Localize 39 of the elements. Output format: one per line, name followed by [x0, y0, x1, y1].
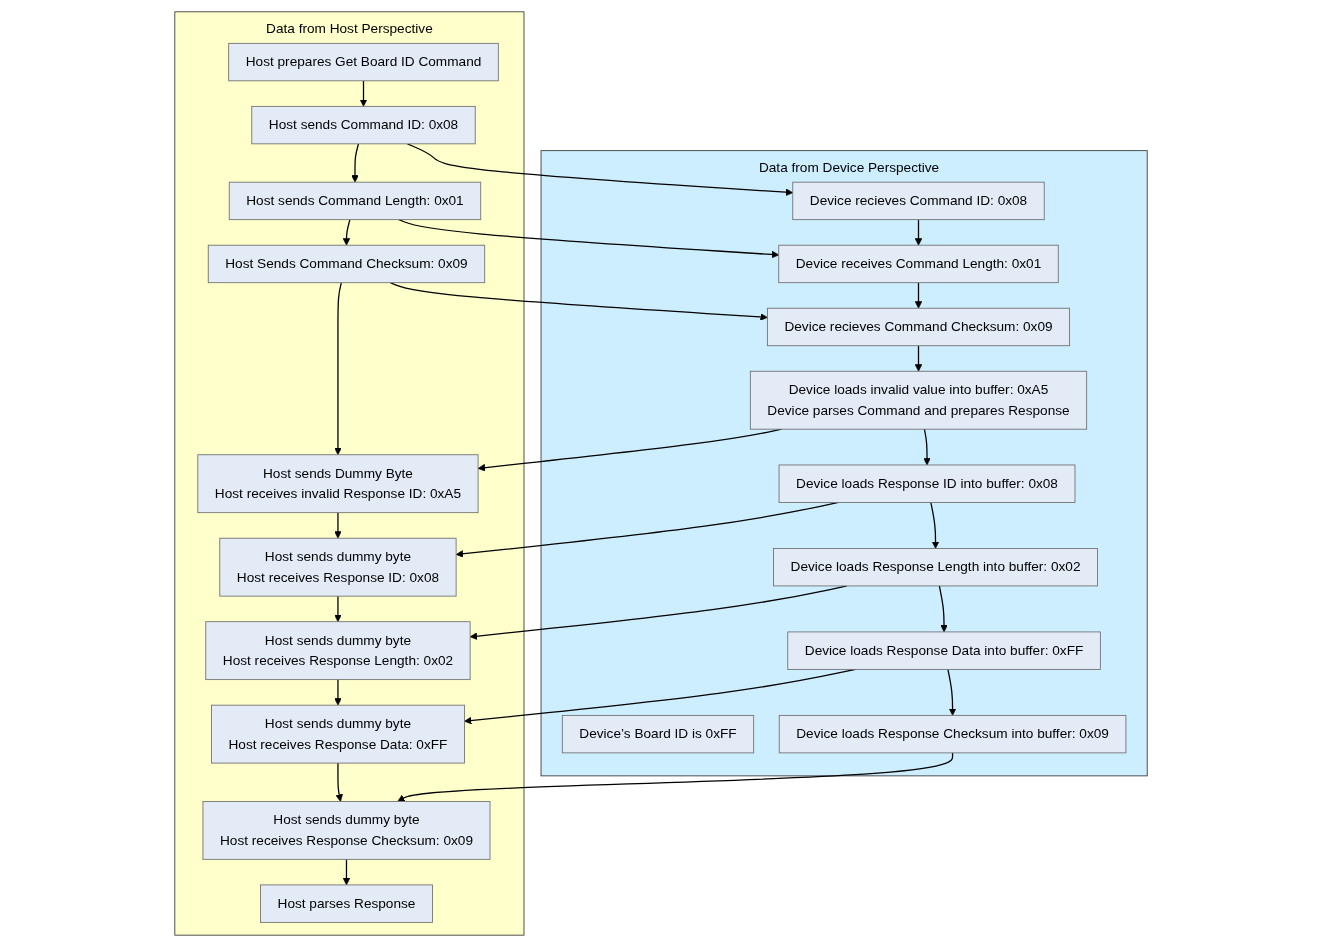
arrow: [334, 595, 343, 623]
node-box: Device loads Response Length into buffer: 0x02: [773, 548, 1099, 587]
arrow: [923, 428, 932, 466]
node-box: Device loads invalid value into buffer: 0xA5 Device parses Command and prepares Response: [750, 370, 1088, 430]
node-box: Device loads Response Checksum into buffer: 0x09: [779, 715, 1127, 754]
arrow: [947, 668, 957, 716]
arrow: [334, 679, 343, 706]
node-box: Device loads Response ID into buffer: 0x08: [779, 464, 1076, 503]
arrow: [915, 282, 923, 309]
node-box: Host sends dummy byte Host receives Response ID: 0x08: [219, 537, 458, 597]
arrow: [930, 501, 940, 549]
arrow: [351, 143, 360, 183]
arrow: [334, 282, 343, 456]
arrow: [397, 752, 954, 802]
arrow: [390, 282, 769, 321]
node-box: Host parses Response: [260, 884, 434, 923]
node-box: Host sends dummy byte Host receives Response Checksum: 0x09: [203, 801, 491, 860]
node-box: Device loads Response Data into buffer: 0xFF: [787, 631, 1102, 670]
arrow: [407, 143, 794, 196]
arrow: [343, 858, 351, 886]
node-box: Device recieves Command ID: 0x08: [792, 181, 1046, 221]
arrow: [915, 345, 923, 372]
node-box: Host prepares Get Board ID Command: [228, 42, 500, 82]
arrow: [398, 219, 780, 259]
node-box: Host Sends Command Checksum: 0x09: [208, 244, 486, 284]
node-box: Device receives Command Length: 0x01: [778, 244, 1060, 284]
node-box: Device recieves Command Checksum: 0x09: [767, 307, 1071, 347]
node-box: Host sends dummy byte Host receives Response Length: 0x02: [205, 621, 472, 681]
arrow: [336, 762, 344, 802]
node-box: Host sends Dummy Byte Host receives invalid Response ID: 0xA5: [197, 454, 479, 514]
arrow: [939, 585, 949, 633]
node-box: Host sends Command Length: 0x01: [229, 181, 482, 221]
arrow: [334, 512, 343, 539]
node-box: Device’s Board ID is 0xFF: [562, 715, 755, 754]
arrow: [343, 219, 352, 246]
node-box: Host sends dummy byte Host receives Response Data: 0xFF: [211, 704, 466, 764]
arrow: [360, 80, 368, 107]
arrow: [915, 219, 923, 246]
node-box: Host sends Command ID: 0x08: [251, 105, 477, 145]
